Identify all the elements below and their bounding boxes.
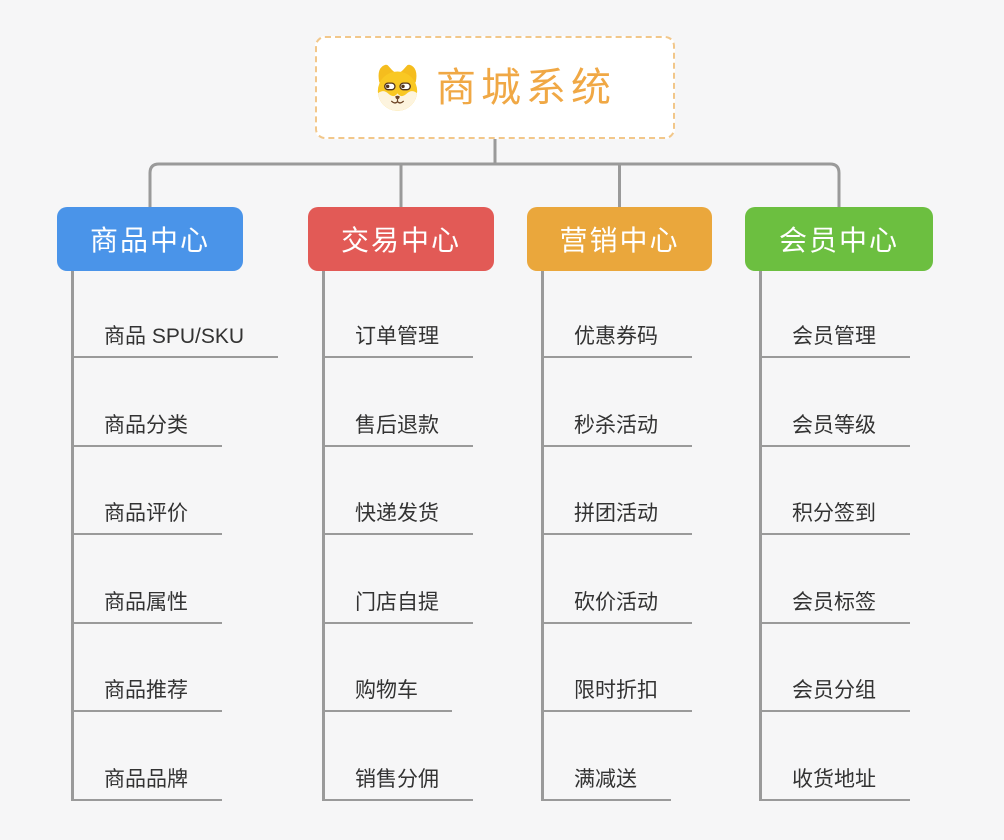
leaf-label: 商品评价 xyxy=(104,502,188,525)
branch-node-3[interactable]: 营销中心 xyxy=(527,207,712,271)
branch-node-2[interactable]: 交易中心 xyxy=(308,207,494,271)
leaf-label: 满减送 xyxy=(574,767,637,791)
branch-label: 交易中心 xyxy=(340,225,461,256)
leaf-node[interactable]: 限时折扣 xyxy=(541,666,692,712)
leaf-node[interactable]: 商品推荐 xyxy=(71,666,222,712)
branch-trunk-line xyxy=(759,271,762,800)
branch-trunk-line xyxy=(541,271,544,800)
leaf-label: 销售分佣 xyxy=(355,767,439,791)
leaf-label: 商品品牌 xyxy=(104,767,188,791)
leaf-label: 商品 SPU/SKU xyxy=(104,325,245,348)
leaf-label: 会员分组 xyxy=(792,679,876,702)
root-title: 商城系统 xyxy=(436,65,616,110)
leaf-label: 优惠券码 xyxy=(574,325,658,348)
leaf-label: 门店自提 xyxy=(355,590,439,614)
leaf-node[interactable]: 拼团活动 xyxy=(541,489,692,535)
leaf-node[interactable]: 秒杀活动 xyxy=(541,401,692,447)
leaf-node[interactable]: 售后退款 xyxy=(322,401,473,447)
root-node[interactable]: 商城系统 xyxy=(315,36,675,139)
leaf-label: 秒杀活动 xyxy=(574,413,658,437)
leaf-node[interactable]: 门店自提 xyxy=(322,578,473,624)
leaf-node[interactable]: 商品分类 xyxy=(71,401,222,447)
leaf-label: 售后退款 xyxy=(355,413,439,437)
branch-label: 商品中心 xyxy=(89,225,210,256)
leaf-label: 快递发货 xyxy=(355,502,439,525)
leaf-label: 拼团活动 xyxy=(574,502,658,525)
leaf-label: 收货地址 xyxy=(792,767,876,791)
leaf-label: 购物车 xyxy=(355,679,418,702)
leaf-label: 砍价活动 xyxy=(574,590,658,614)
leaf-label: 积分签到 xyxy=(792,502,876,525)
branch-trunk-line xyxy=(322,271,325,800)
leaf-node[interactable]: 收货地址 xyxy=(759,755,910,801)
leaf-label: 会员标签 xyxy=(792,590,876,614)
leaf-node[interactable]: 会员等级 xyxy=(759,401,910,447)
leaf-node[interactable]: 销售分佣 xyxy=(322,755,473,801)
branch-label: 会员中心 xyxy=(778,225,899,256)
leaf-node[interactable]: 商品评价 xyxy=(71,489,222,535)
leaf-node[interactable]: 会员标签 xyxy=(759,578,910,624)
leaf-label: 商品属性 xyxy=(104,590,188,614)
leaf-node[interactable]: 商品属性 xyxy=(71,578,222,624)
leaf-node[interactable]: 商品品牌 xyxy=(71,755,222,801)
leaf-node[interactable]: 积分签到 xyxy=(759,489,910,535)
leaf-node[interactable]: 商品 SPU/SKU xyxy=(71,312,279,358)
leaf-node[interactable]: 快递发货 xyxy=(322,489,473,535)
leaf-label: 订单管理 xyxy=(355,325,439,348)
shiba-dog-icon xyxy=(377,64,418,111)
leaf-node[interactable]: 会员分组 xyxy=(759,666,910,712)
leaf-label: 限时折扣 xyxy=(574,679,658,702)
leaf-node[interactable]: 满减送 xyxy=(541,755,671,801)
leaf-node[interactable]: 订单管理 xyxy=(322,312,473,358)
branch-label: 营销中心 xyxy=(559,225,680,256)
branch-bracket-line xyxy=(148,162,841,209)
leaf-node[interactable]: 砍价活动 xyxy=(541,578,692,624)
leaf-label: 商品分类 xyxy=(104,413,188,437)
branch-trunk-line xyxy=(71,271,74,800)
branch-node-1[interactable]: 商品中心 xyxy=(57,207,243,271)
leaf-node[interactable]: 会员管理 xyxy=(759,312,910,358)
leaf-label: 商品推荐 xyxy=(104,679,188,702)
leaf-node[interactable]: 购物车 xyxy=(322,666,452,712)
leaf-label: 会员管理 xyxy=(792,325,876,348)
branch-node-4[interactable]: 会员中心 xyxy=(745,207,933,271)
leaf-node[interactable]: 优惠券码 xyxy=(541,312,692,358)
leaf-label: 会员等级 xyxy=(792,413,876,437)
